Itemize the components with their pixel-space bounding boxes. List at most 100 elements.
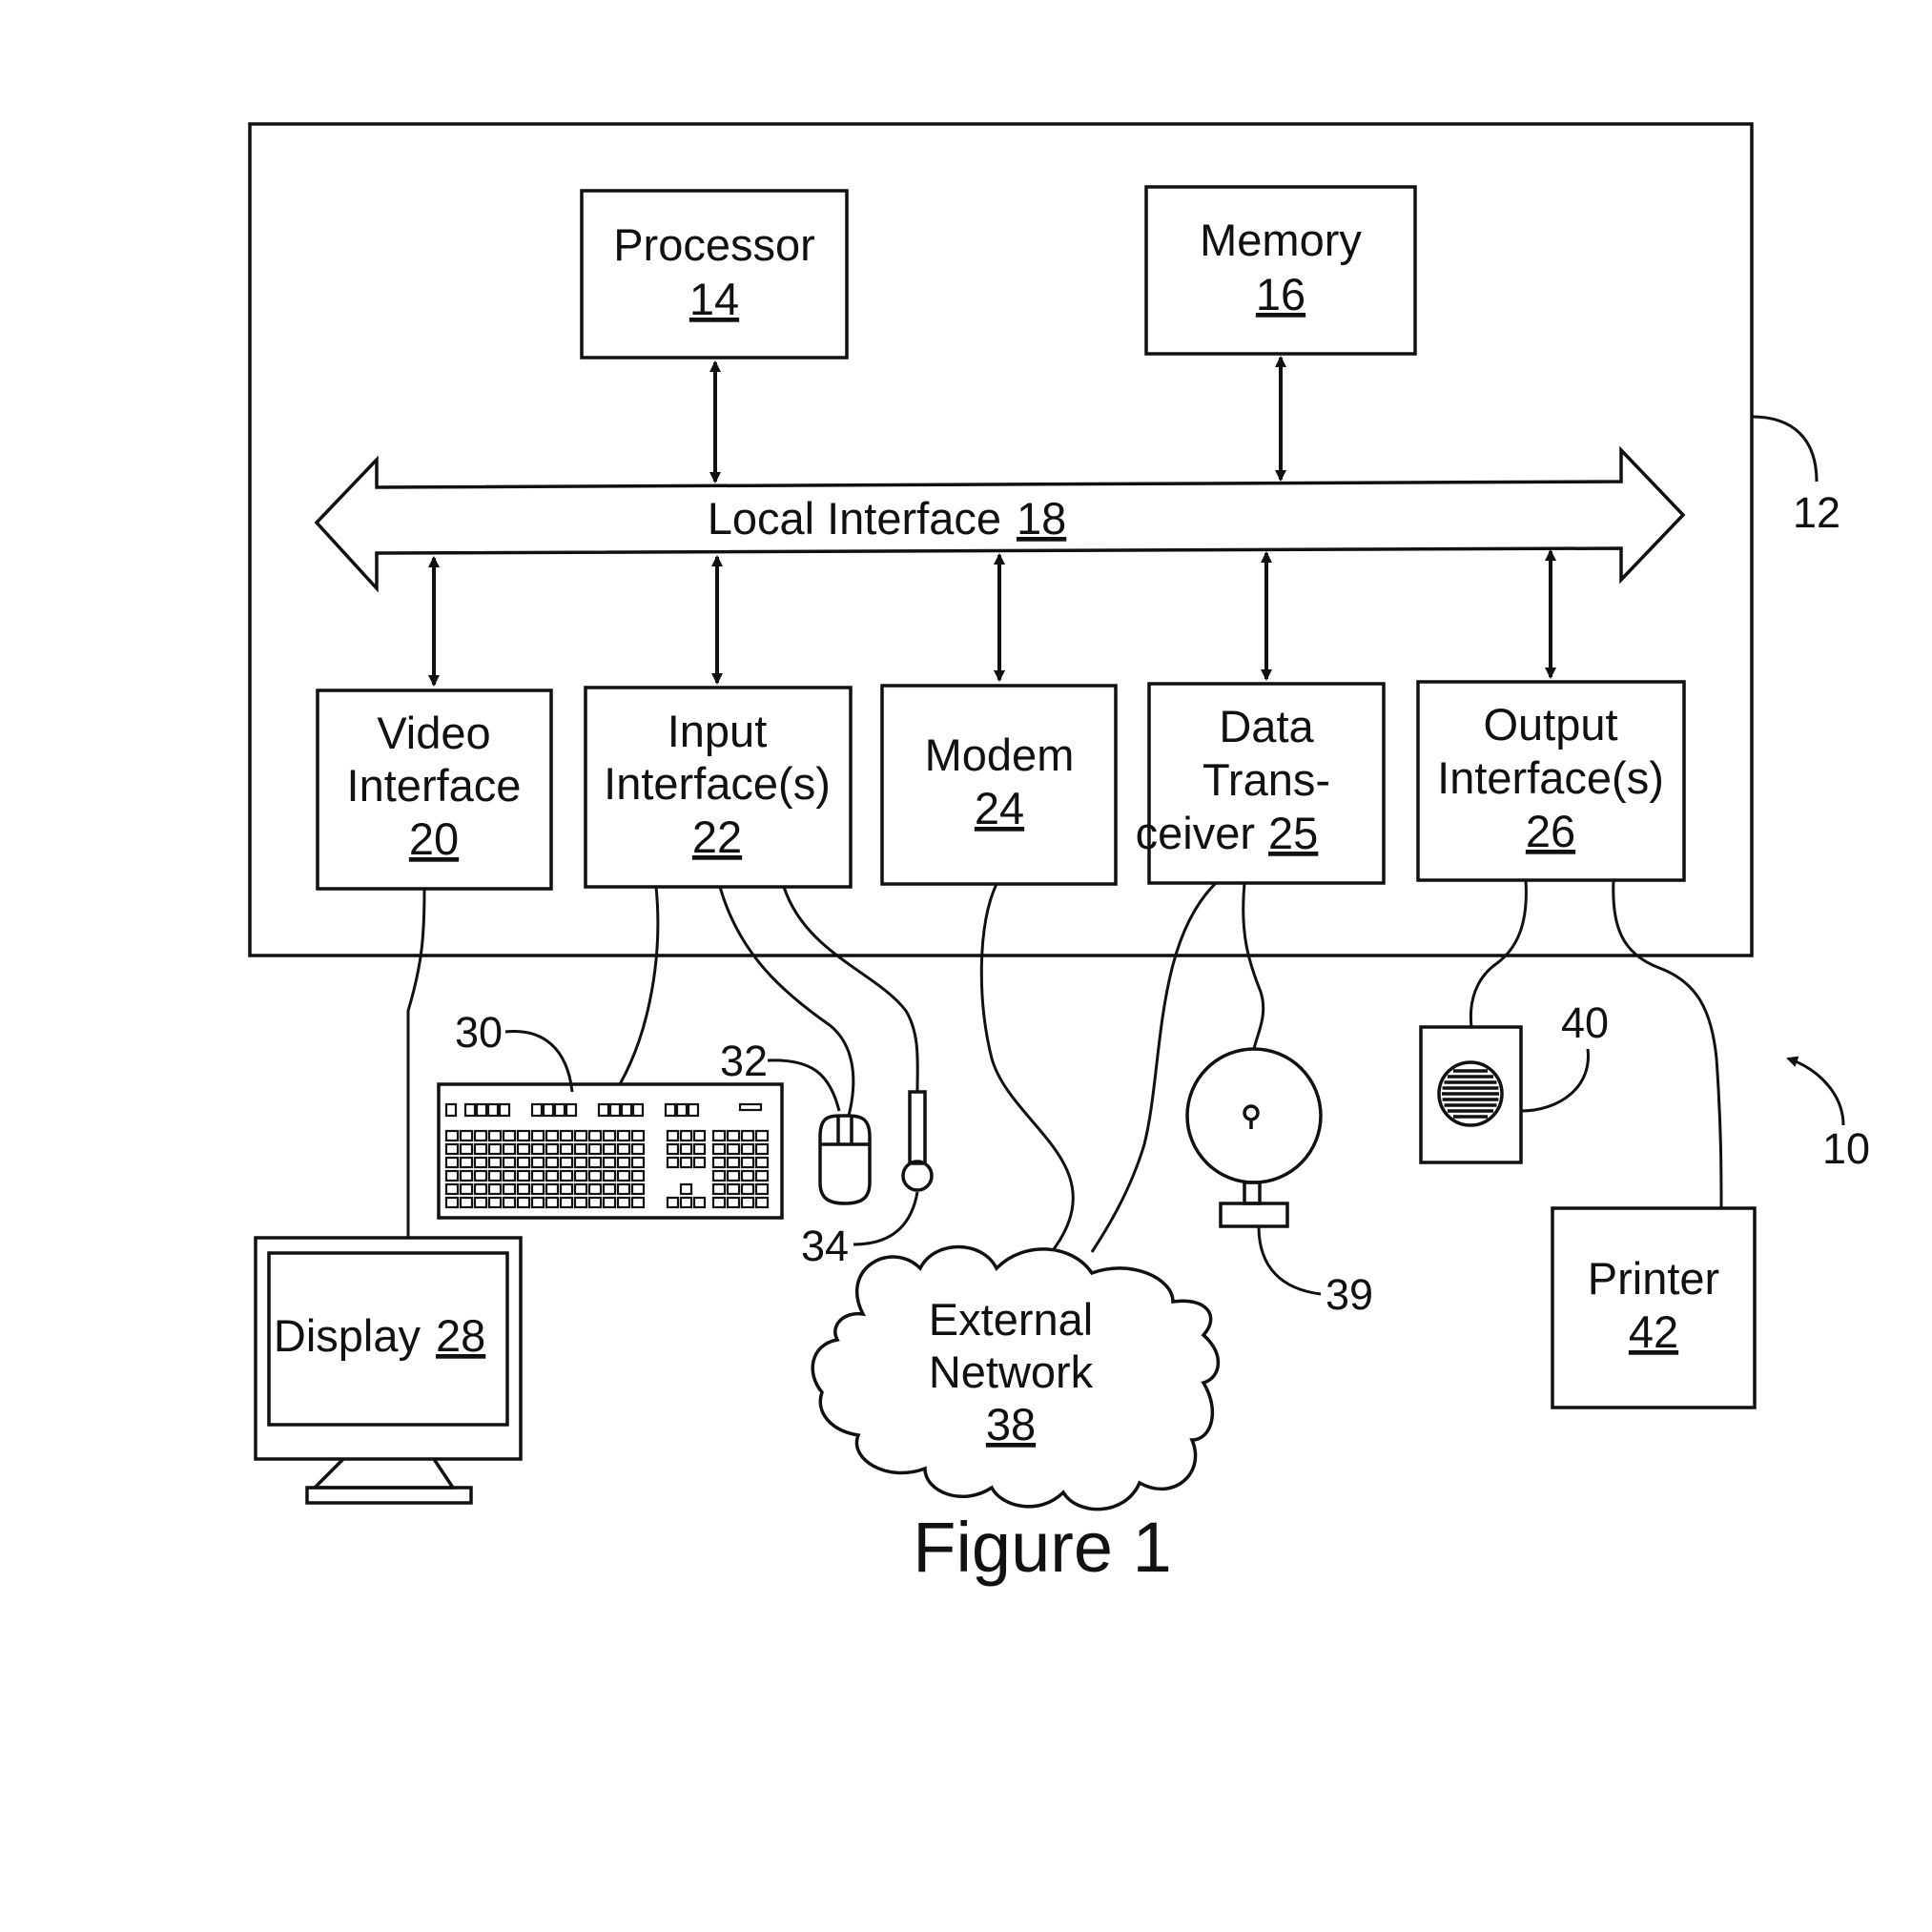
microphone-icon <box>903 1092 932 1190</box>
camera-cable <box>1243 883 1264 1049</box>
keyboard-key <box>532 1144 544 1154</box>
modem-box: Modem 24 <box>882 686 1116 884</box>
keyboard-key <box>532 1171 544 1181</box>
video-interface-box: Video Interface 20 <box>318 690 551 889</box>
keyboard-key <box>618 1171 629 1181</box>
figure-caption: Figure 1 <box>913 1508 1171 1587</box>
memory-ref: 16 <box>1256 269 1305 319</box>
computer-callout-leader <box>1752 417 1817 482</box>
keyboard-key <box>694 1158 705 1167</box>
keyboard-key <box>518 1131 529 1141</box>
keyboard-key <box>475 1144 486 1154</box>
keyboard-key <box>666 1104 675 1116</box>
keyboard-key <box>604 1198 615 1207</box>
computer-callout-ref: 12 <box>1793 488 1840 537</box>
keyboard-key <box>465 1104 475 1116</box>
local-interface-label: Local Interface <box>708 493 1001 544</box>
keyboard-key <box>532 1198 544 1207</box>
data-transceiver-line1: Data <box>1219 701 1314 751</box>
keyboard-key <box>546 1144 558 1154</box>
keyboard-key <box>742 1184 753 1194</box>
keyboard-key <box>561 1171 572 1181</box>
keyboard-key <box>589 1184 601 1194</box>
keyboard-key <box>532 1131 544 1141</box>
keyboard-key <box>742 1131 753 1141</box>
keyboard-key <box>728 1131 739 1141</box>
keyboard-key <box>475 1158 486 1167</box>
display-monitor-icon: Display 28 <box>256 1238 521 1503</box>
keyboard-key <box>461 1198 472 1207</box>
keyboard-key <box>461 1158 472 1167</box>
keyboard-key <box>681 1144 691 1154</box>
keyboard-key <box>446 1184 458 1194</box>
keyboard-key <box>756 1158 768 1167</box>
output-interfaces-box: Output Interface(s) 26 <box>1418 682 1684 880</box>
keyboard-key <box>728 1144 739 1154</box>
output-interfaces-line1: Output <box>1483 699 1617 750</box>
system-callout-leader <box>1788 1058 1843 1125</box>
processor-box: Processor 14 <box>582 191 847 358</box>
keyboard-key <box>566 1104 576 1116</box>
speaker-icon <box>1421 1027 1521 1162</box>
keyboard-key <box>689 1104 698 1116</box>
keyboard-key <box>713 1184 725 1194</box>
keyboard-key <box>461 1144 472 1154</box>
keyboard-key <box>618 1184 629 1194</box>
speaker-callout-ref: 40 <box>1561 998 1609 1047</box>
keyboard-icon <box>439 1084 782 1218</box>
display-label: Display <box>274 1310 421 1361</box>
keyboard-key <box>742 1144 753 1154</box>
system-callout-ref: 10 <box>1822 1124 1870 1173</box>
keyboard-key <box>446 1131 458 1141</box>
keyboard-key <box>561 1198 572 1207</box>
transceiver-network-cable <box>1092 883 1216 1252</box>
keyboard-key <box>728 1198 739 1207</box>
keyboard-key <box>677 1104 687 1116</box>
keyboard-key <box>713 1158 725 1167</box>
keyboard-key <box>668 1198 678 1207</box>
keyboard-key <box>604 1144 615 1154</box>
local-interface-ref: 18 <box>1017 493 1066 544</box>
input-interfaces-line1: Input <box>668 706 768 756</box>
keyboard-key <box>561 1131 572 1141</box>
microphone-callout-ref: 34 <box>801 1222 849 1270</box>
keyboard-key <box>518 1158 529 1167</box>
keyboard-key <box>756 1171 768 1181</box>
input-interfaces-ref: 22 <box>692 812 742 862</box>
keyboard-key <box>575 1144 586 1154</box>
keyboard-callout-ref: 30 <box>455 1008 503 1057</box>
keyboard-key <box>475 1184 486 1194</box>
keyboard-key <box>489 1184 501 1194</box>
keyboard-key <box>446 1171 458 1181</box>
keyboard-key <box>575 1198 586 1207</box>
external-network-line1: External <box>929 1294 1093 1345</box>
keyboard-key <box>575 1171 586 1181</box>
keyboard-key <box>713 1171 725 1181</box>
keyboard-key <box>504 1158 515 1167</box>
keyboard-key <box>599 1104 608 1116</box>
keyboard-key <box>446 1104 456 1116</box>
keyboard-key <box>546 1158 558 1167</box>
keyboard-key <box>742 1158 753 1167</box>
keyboard-key <box>694 1131 705 1141</box>
keyboard-key <box>618 1158 629 1167</box>
display-ref: 28 <box>436 1310 485 1361</box>
keyboard-key <box>713 1144 725 1154</box>
data-transceiver-ref: 25 <box>1268 808 1318 858</box>
input-interfaces-line2: Interface(s) <box>604 758 831 809</box>
output-interfaces-ref: 26 <box>1526 806 1575 856</box>
keyboard-key <box>713 1131 725 1141</box>
keyboard-key <box>446 1158 458 1167</box>
output-interfaces-line2: Interface(s) <box>1437 752 1664 803</box>
keyboard-key <box>504 1131 515 1141</box>
keyboard-key <box>489 1158 501 1167</box>
keyboard-key <box>546 1184 558 1194</box>
keyboard-key <box>477 1104 486 1116</box>
modem-label: Modem <box>925 730 1075 780</box>
keyboard-key <box>632 1198 644 1207</box>
video-interface-line2: Interface <box>347 760 522 811</box>
camera-icon <box>1187 1049 1321 1226</box>
keyboard-key <box>555 1104 565 1116</box>
keyboard-key <box>681 1198 691 1207</box>
keyboard-key <box>756 1131 768 1141</box>
